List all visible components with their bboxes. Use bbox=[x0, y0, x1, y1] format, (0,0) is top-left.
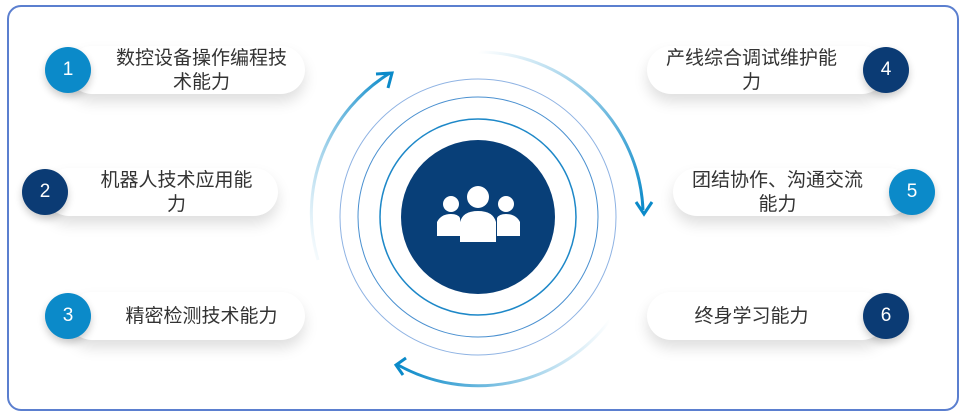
item-number-1: 1 bbox=[45, 47, 91, 93]
arrowhead-icon bbox=[393, 356, 407, 376]
item-2: 机器人技术应用能力 bbox=[45, 168, 278, 216]
item-number-5: 5 bbox=[889, 169, 935, 215]
ring bbox=[379, 118, 577, 316]
ring bbox=[339, 78, 617, 356]
ring bbox=[357, 96, 599, 338]
item-4: 产线综合调试维护能力 bbox=[647, 46, 886, 94]
item-number-6: 6 bbox=[863, 293, 909, 339]
arrow-arc bbox=[477, 50, 645, 211]
item-number-4: 4 bbox=[863, 47, 909, 93]
arrowhead-icon bbox=[634, 201, 654, 217]
item-6: 终身学习能力 bbox=[647, 292, 886, 340]
people-group-icon bbox=[437, 186, 520, 242]
arrowhead-icon bbox=[375, 71, 394, 89]
item-1: 数控设备操作编程技术能力 bbox=[68, 46, 305, 94]
arrow-arc bbox=[397, 319, 612, 388]
item-number-2: 2 bbox=[22, 169, 68, 215]
arrow-arc bbox=[309, 71, 391, 261]
frame bbox=[7, 5, 959, 411]
item-5: 团结协作、沟通交流能力 bbox=[673, 168, 912, 216]
item-number-3: 3 bbox=[45, 293, 91, 339]
item-3: 精密检测技术能力 bbox=[68, 292, 305, 340]
